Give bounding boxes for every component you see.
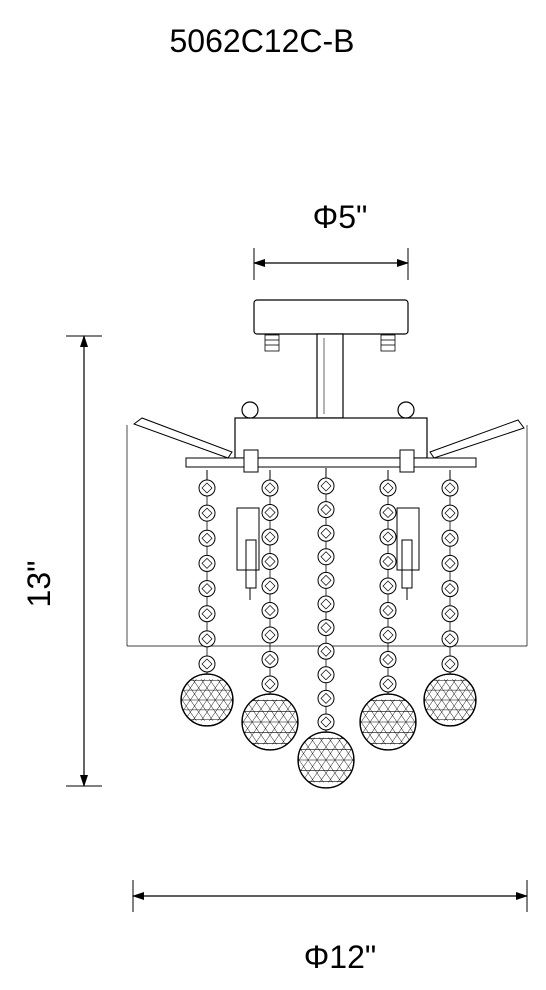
height-dimension [66,335,102,787]
crystal-bead [317,619,335,637]
crystal-bead [317,524,335,542]
shade-arms [132,417,525,459]
crystal-ball [298,732,354,788]
crystal-bead [379,651,397,668]
crystal-bead [261,651,279,668]
crystal-bead [379,504,397,521]
crystal-strand [423,470,477,727]
crystal-bead [441,655,459,673]
crystal-strands [180,468,477,789]
crystal-bead [198,529,216,547]
canopy-diameter-label: Φ5" [313,199,368,235]
canopy-dimension [253,248,409,280]
bulb-sockets [236,449,420,600]
crystal-bead [441,529,459,547]
crystal-bead [441,630,459,648]
crystal-ball [242,694,298,750]
crystal-bead [261,479,279,497]
crystal-bead [261,626,279,644]
downrod [316,333,344,419]
crystal-bead [317,642,335,660]
crystal-bead [261,528,279,546]
crystal-bead [317,548,335,566]
crystal-ball-outline [180,673,234,727]
crystal-strand [241,470,299,751]
crystal-bead [198,504,216,522]
crystal-ball [424,674,476,726]
crystal-bead [379,553,397,570]
crystal-bead [198,554,216,572]
crystal-ring [185,457,477,468]
crystal-ball-outline [297,731,355,789]
crystal-bead [441,580,459,598]
crystal-strand [180,470,234,727]
crystal-bead [198,630,216,648]
crystal-bead [261,602,279,619]
crystal-bead [261,553,279,570]
crystal-bead [379,626,397,644]
overall-diameter-label: Φ12" [304,939,376,975]
crystal-bead [261,504,279,521]
crystal-bead [441,479,459,497]
crystal-bead [317,595,335,613]
model-number-title: 5062C12C-B [170,23,355,59]
crystal-bead [198,580,216,598]
crystal-ball [360,694,416,750]
crystal-bead [379,675,397,693]
crystal-bead [379,479,397,497]
crystal-bead [261,675,279,693]
overall-diameter-dimension [132,880,528,912]
crystal-bead [317,571,335,589]
crystal-bead [441,554,459,572]
crystal-bead [198,655,216,673]
crystal-bead [379,528,397,546]
crystal-bead [441,504,459,522]
crystal-bead [317,477,335,495]
crystal-ball-outline [359,693,417,751]
crystal-strand [297,468,355,789]
crystal-ball [181,674,233,726]
crystal-strand [359,470,417,751]
crystal-bead [379,577,397,595]
height-label: 13" [21,561,57,608]
crystal-bead [317,666,335,684]
crystal-bead [317,713,335,731]
mounting-plate [234,401,428,459]
crystal-bead [317,501,335,519]
crystal-bead [198,479,216,497]
crystal-bead [317,689,335,707]
crystal-ball-outline [423,673,477,727]
crystal-ball-outline [241,693,299,751]
crystal-bead [379,602,397,619]
crystal-bead [261,577,279,595]
crystal-bead [198,605,216,623]
crystal-bead [441,605,459,623]
